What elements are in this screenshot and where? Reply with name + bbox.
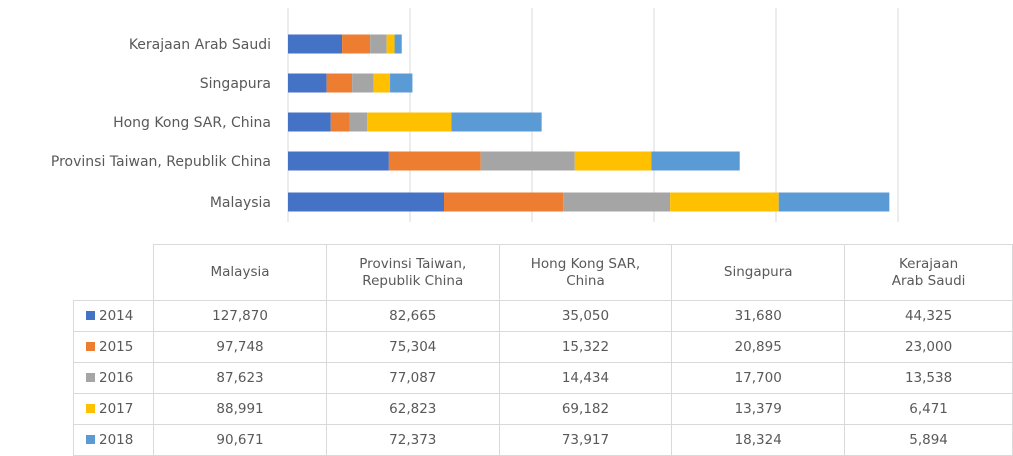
legend-label: 2015 [99,339,134,355]
bar-segment-2018 [394,34,402,54]
table-corner-cell [73,244,155,301]
bar-segment-2018 [778,192,890,212]
legend-cell: 2018 [72,424,155,456]
table-cell: 15,322 [498,331,673,363]
bar-segment-2014 [288,73,327,93]
bar-segment-2017 [373,73,391,93]
column-header: Malaysia [153,244,327,301]
bar-segment-2016 [480,151,575,171]
bar-segment-2015 [330,112,350,132]
bar-segment-2017 [367,112,452,132]
bar-segment-2017 [574,151,652,171]
table-cell: 73,917 [498,424,673,456]
bar-segment-2014 [288,192,445,212]
category-label: Malaysia [210,195,271,211]
legend-swatch [86,311,95,320]
bar-segment-2014 [288,112,331,132]
bar-segment-2016 [352,73,374,93]
table-cell: 6,471 [844,393,1013,425]
bar-segment-2016 [563,192,671,212]
table-cell: 127,870 [153,300,327,332]
column-header: Singapura [671,244,846,301]
bar-segment-2014 [288,151,389,171]
legend-swatch [86,373,95,382]
legend-label: 2014 [99,308,134,324]
bar-segment-2016 [349,112,368,132]
table-cell: 82,665 [325,300,500,332]
table-cell: 72,373 [325,424,500,456]
legend-swatch [86,435,95,444]
legend-cell: 2017 [72,393,155,425]
table-cell: 87,623 [153,362,327,394]
bar-segment-2016 [370,34,387,54]
legend-label: 2017 [99,401,134,417]
table-cell: 18,324 [671,424,846,456]
table-cell: 88,991 [153,393,327,425]
legend-label: 2016 [99,370,134,386]
stacked-bar-chart: Malaysia Provinsi Taiwan, Republik China H… [51,8,899,222]
table-cell: 5,894 [844,424,1013,456]
bar-segment-2018 [390,73,413,93]
bar-segment-2015 [444,192,564,212]
table-cell: 17,700 [671,362,846,394]
bar-segment-2018 [651,151,740,171]
legend-cell: 2015 [72,331,155,363]
table-cell: 77,087 [325,362,500,394]
table-cell: 31,680 [671,300,846,332]
table-cell: 14,434 [498,362,673,394]
category-label: Provinsi Taiwan, Republik China [51,154,271,170]
bar-segment-2015 [388,151,481,171]
bar-segment-2018 [451,112,542,132]
category-label: Singapura [200,76,271,92]
legend-swatch [86,342,95,351]
column-header: Hong Kong SAR,China [498,244,673,301]
table-cell: 62,823 [325,393,500,425]
legend-label: 2018 [99,432,134,448]
bar-segment-2014 [288,34,343,54]
category-label: Hong Kong SAR, China [113,115,271,131]
table-cell: 44,325 [844,300,1013,332]
bar-segment-2017 [386,34,395,54]
legend-swatch [86,404,95,413]
table-cell: 97,748 [153,331,327,363]
column-header: Provinsi Taiwan,Republik China [325,244,500,301]
table-cell: 69,182 [498,393,673,425]
table-cell: 20,895 [671,331,846,363]
bar-segment-2015 [326,73,353,93]
table-cell: 13,379 [671,393,846,425]
table-cell: 35,050 [498,300,673,332]
table-cell: 23,000 [844,331,1013,363]
table-cell: 90,671 [153,424,327,456]
legend-cell: 2014 [72,300,155,332]
table-cell: 75,304 [325,331,500,363]
legend-cell: 2016 [72,362,155,394]
bar-segment-2015 [342,34,371,54]
table-cell: 13,538 [844,362,1013,394]
category-label: Kerajaan Arab Saudi [129,37,271,53]
bar-segment-2017 [670,192,779,212]
